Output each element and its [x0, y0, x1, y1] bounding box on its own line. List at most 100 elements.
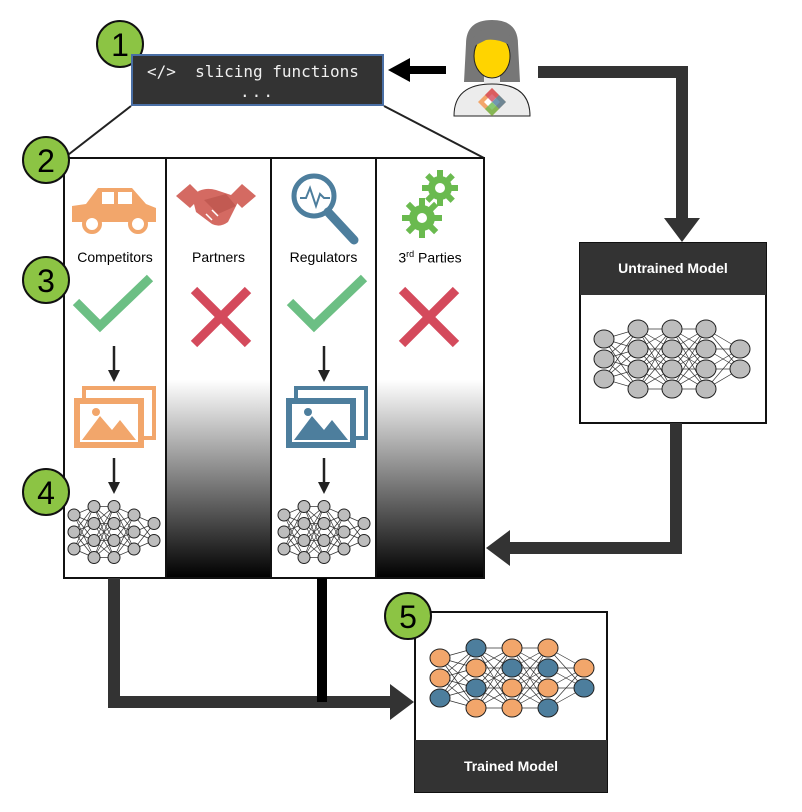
panel-to-trained-arrow: [108, 578, 414, 720]
regulators-arrow-1: [318, 346, 330, 382]
step-badge-3: 3: [22, 256, 70, 304]
network-node: [277, 542, 291, 556]
network-edge: [93, 523, 115, 558]
network-node: [127, 542, 141, 556]
network-node: [87, 517, 101, 530]
network-node: [537, 698, 559, 718]
magnifier-icon: [291, 173, 359, 245]
network-node: [593, 369, 615, 389]
network-node: [429, 668, 451, 688]
network-node: [627, 339, 649, 359]
network-node: [661, 339, 683, 359]
third-parties-cross-icon: [398, 286, 460, 348]
network-node: [337, 525, 351, 539]
network-edge: [603, 328, 639, 380]
network-node: [465, 658, 487, 678]
network-node: [593, 349, 615, 369]
network-node: [661, 319, 683, 339]
network-node: [277, 508, 291, 522]
network-edge: [637, 328, 673, 390]
network-edge: [113, 514, 135, 558]
network-node: [729, 359, 751, 379]
network-node: [107, 500, 121, 513]
network-node: [465, 698, 487, 718]
gears-icon: [402, 170, 458, 238]
blue-images-icon: [286, 386, 368, 448]
network-node: [87, 500, 101, 513]
network-node: [337, 542, 351, 556]
competitors-arrow-1: [108, 346, 120, 382]
network-node: [429, 688, 451, 708]
network-node: [297, 500, 311, 513]
step-badge-2: 2: [22, 136, 70, 184]
network-node: [537, 638, 559, 658]
network-node: [501, 638, 523, 658]
network-node: [465, 678, 487, 698]
diamond-logo-icon: [478, 88, 506, 116]
zoom-line-right: [383, 105, 485, 159]
network-edge: [303, 523, 325, 558]
network-node: [317, 517, 331, 530]
step-badge-5: 5: [384, 592, 432, 640]
svg-text:1: 1: [111, 27, 129, 63]
user-to-untrained-arrow: [538, 66, 700, 242]
network-node: [695, 379, 717, 399]
network-edge: [323, 514, 345, 558]
network-node: [661, 359, 683, 379]
trained-model-title: Trained Model: [463, 758, 559, 774]
network-node: [127, 525, 141, 539]
user-to-code-arrow: [388, 58, 446, 82]
network-node: [337, 508, 351, 522]
network-node: [627, 359, 649, 379]
network-node: [107, 534, 121, 547]
slice-label-regulators: Regulators: [289, 249, 358, 265]
zoom-line-left: [63, 105, 132, 159]
network-node: [277, 525, 291, 539]
competitors-arrow-2: [108, 458, 120, 494]
network-edge: [93, 506, 115, 541]
network-node: [695, 339, 717, 359]
code-title: </> slicing functions: [147, 62, 359, 81]
slice-label-competitors: Competitors: [77, 249, 153, 265]
network-node: [297, 551, 311, 564]
network-edge: [439, 647, 477, 699]
network-node: [661, 379, 683, 399]
network-node: [501, 658, 523, 678]
network-edge: [283, 506, 305, 550]
network-edge: [93, 506, 115, 558]
untrained-to-panel-arrow: [486, 423, 682, 566]
code-ellipsis: ...: [240, 82, 275, 101]
third-parties-fade: [376, 380, 484, 578]
slice-label-third-parties: 3rd Parties: [398, 249, 462, 266]
slice-panel: [63, 157, 485, 579]
step-badge-4: 4: [22, 468, 70, 516]
network-edge: [475, 647, 513, 709]
svg-text:4: 4: [37, 475, 55, 511]
network-node: [537, 658, 559, 678]
network-node: [107, 517, 121, 530]
regulators-check-icon: [286, 274, 368, 333]
partners-cross-icon: [190, 286, 252, 348]
network-node: [317, 551, 331, 564]
network-node: [87, 551, 101, 564]
network-node: [317, 500, 331, 513]
svg-text:5: 5: [399, 599, 417, 635]
network-node: [87, 534, 101, 547]
code-tag-icon: </>: [147, 62, 176, 81]
untrained-network-icon: [593, 319, 751, 399]
network-edge: [73, 506, 95, 550]
network-node: [627, 319, 649, 339]
network-node: [317, 534, 331, 547]
slicing-functions-code-box: </> slicing functions ...: [131, 54, 384, 106]
network-node: [297, 534, 311, 547]
network-node: [695, 359, 717, 379]
slice-label-partners: Partners: [192, 249, 245, 265]
regulators-network-icon: [277, 500, 371, 564]
svg-text:2: 2: [37, 143, 55, 179]
svg-text:3: 3: [37, 263, 55, 299]
network-node: [67, 525, 81, 539]
network-node: [107, 551, 121, 564]
car-icon: [72, 188, 156, 234]
orange-images-icon: [74, 386, 156, 448]
